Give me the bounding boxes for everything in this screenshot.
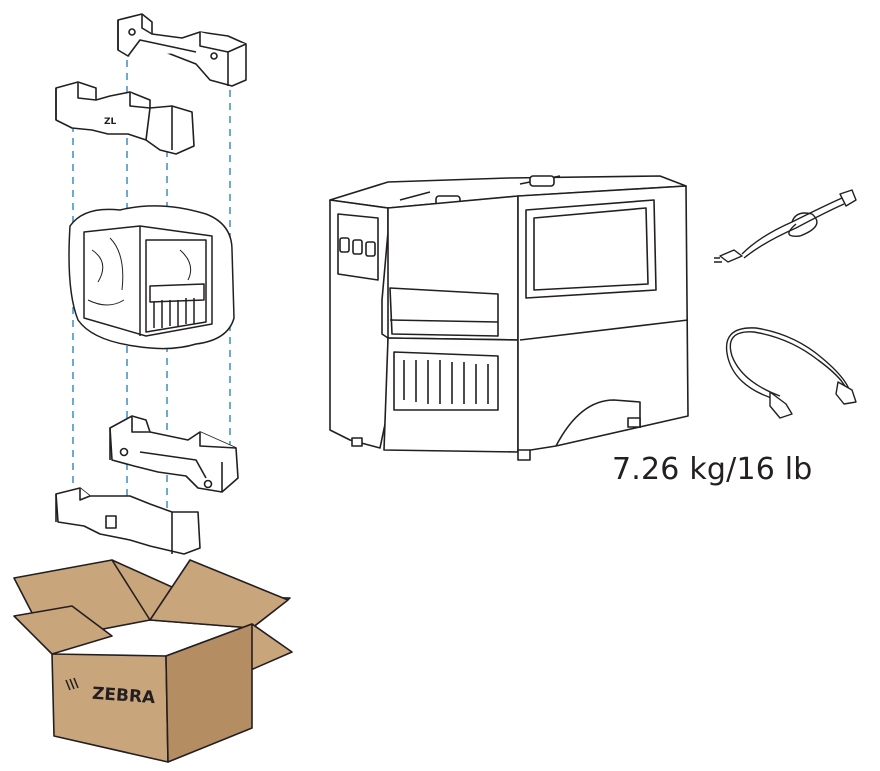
svg-text:ZL: ZL <box>104 117 117 127</box>
foam-end-cap-lower <box>109 415 239 493</box>
usb-cable-icon <box>725 327 857 419</box>
foam-end-cap-bottom <box>55 487 201 555</box>
top-foam-end-cap <box>117 13 247 87</box>
weight-label: 7.26 kg/16 lb <box>612 452 813 487</box>
power-cord-icon <box>714 189 857 263</box>
box-brand-text: ZEBRA <box>91 684 156 708</box>
foam-end-cap-upper: ZL <box>55 81 195 155</box>
bagged-printer <box>68 205 235 350</box>
shipping-box: ZEBRA <box>13 559 293 763</box>
zebra-logo-icon <box>65 677 79 691</box>
printer <box>329 175 689 461</box>
